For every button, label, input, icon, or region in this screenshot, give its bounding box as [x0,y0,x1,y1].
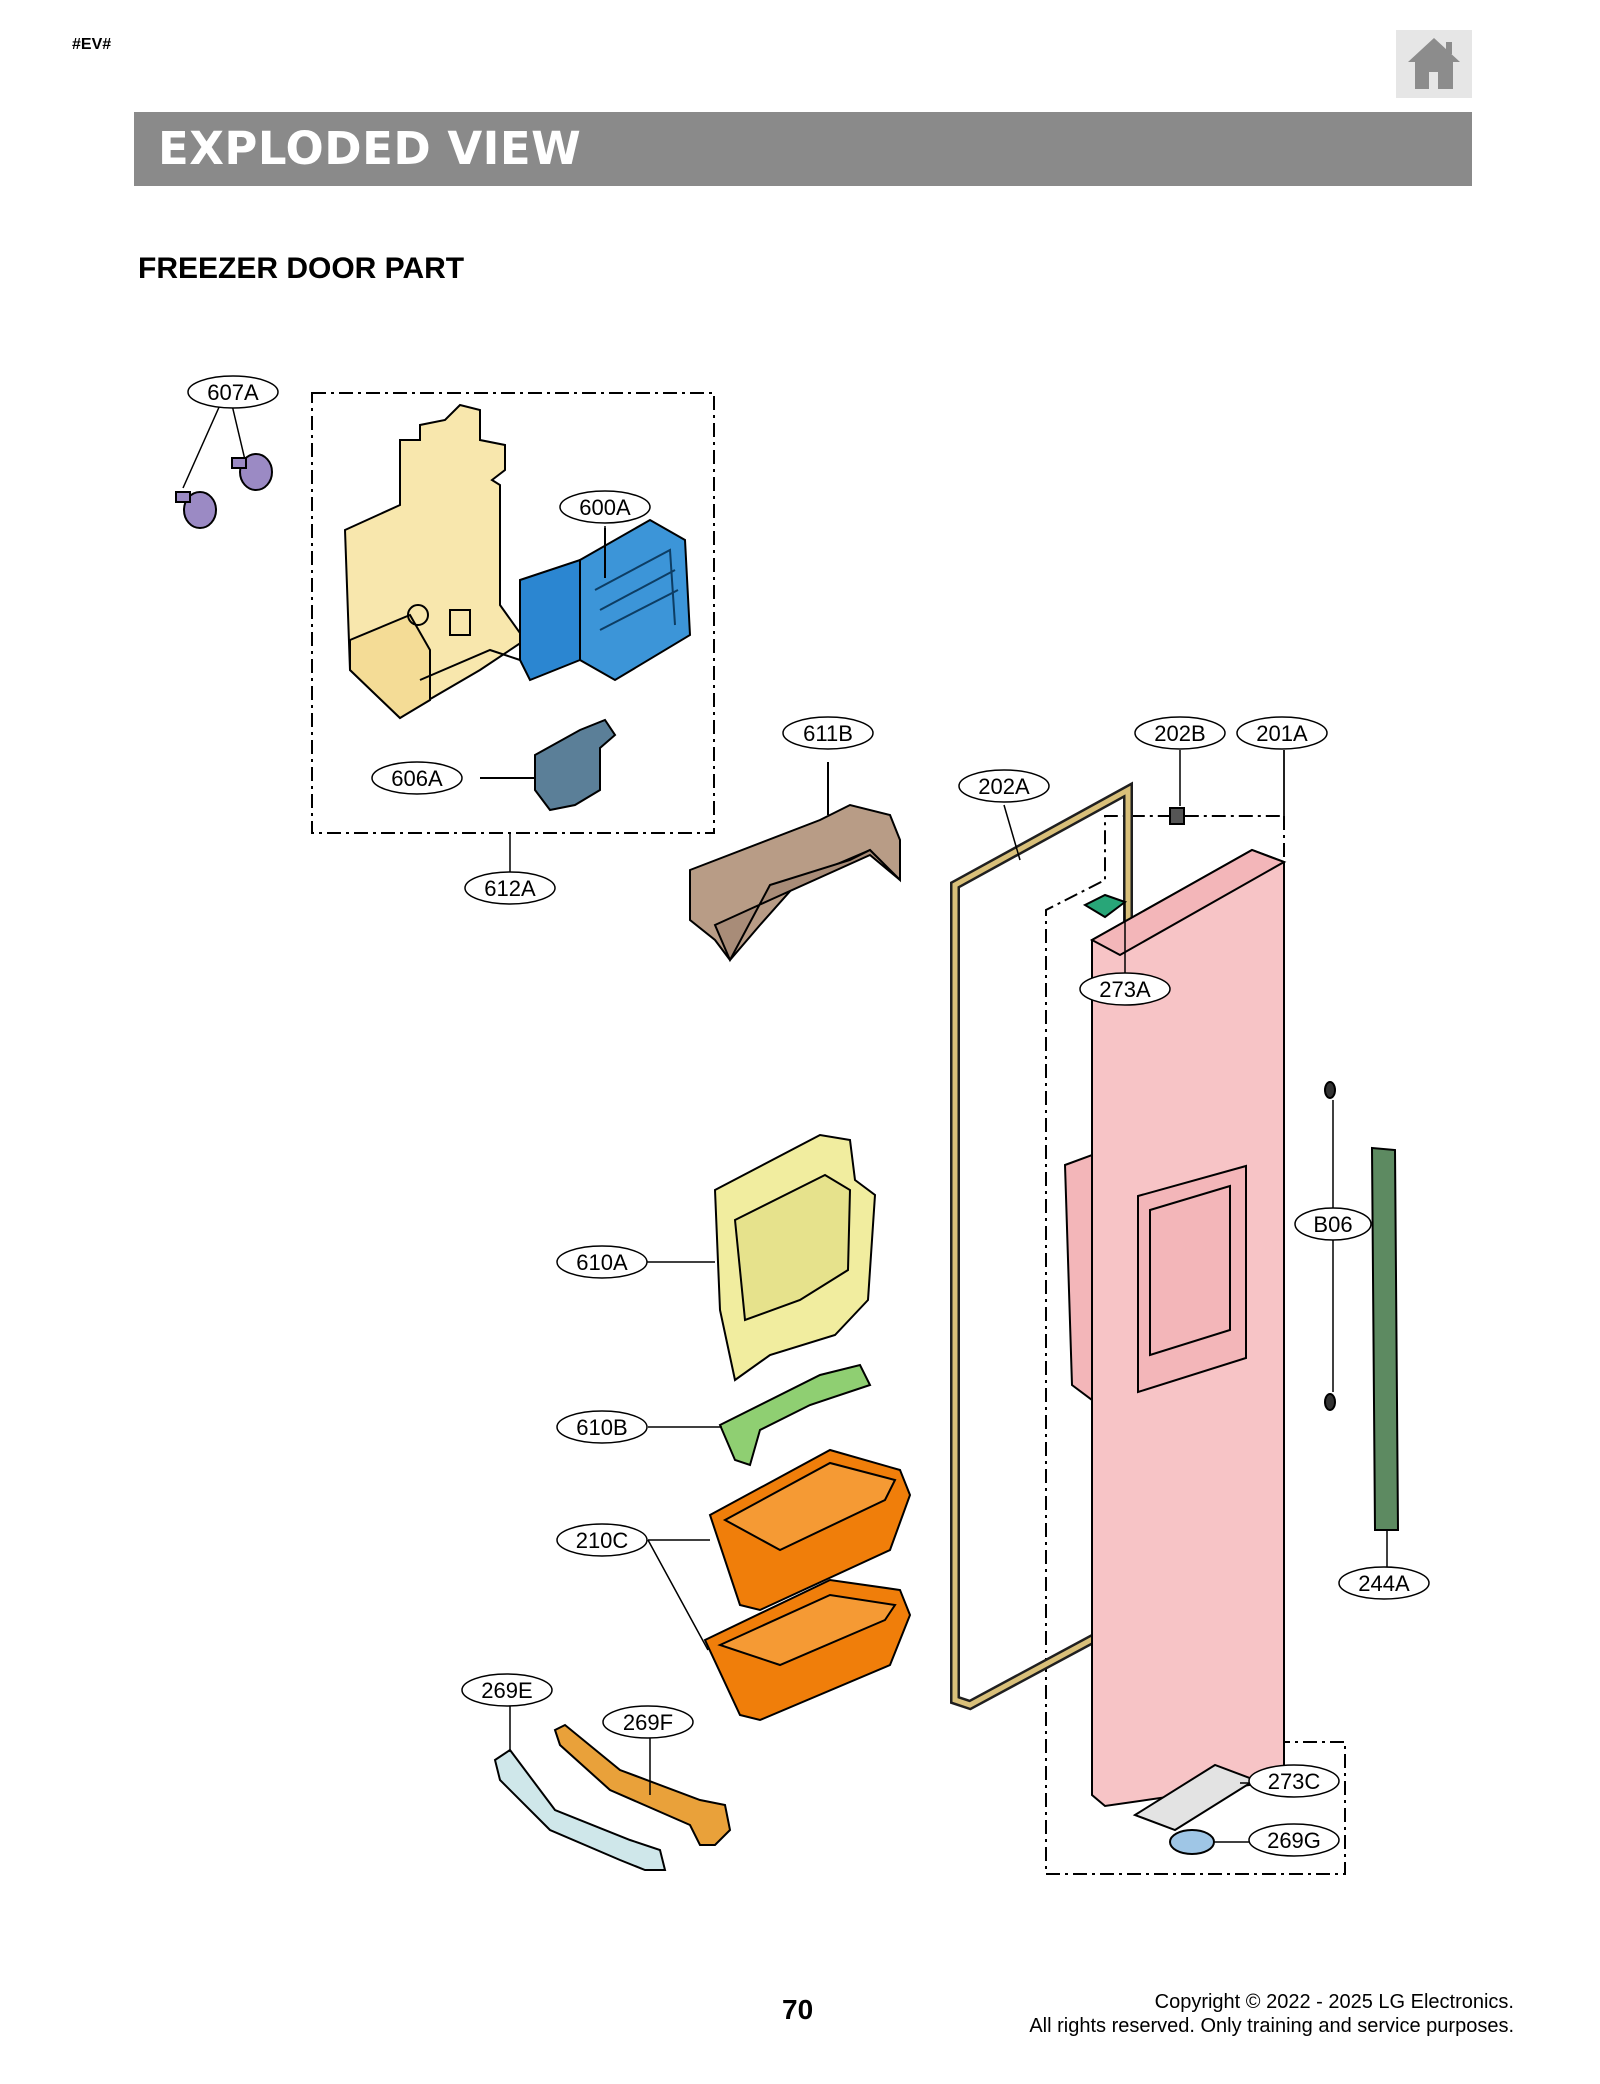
svg-text:201A: 201A [1256,721,1308,746]
document-tag: #EV# [72,36,112,53]
cover-611B [689,762,901,963]
svg-text:B06: B06 [1313,1212,1352,1237]
part-label-610B: 610B [556,1410,648,1444]
section-title: FREEZER DOOR PART [138,252,465,285]
tube-269F [553,1723,732,1846]
svg-text:269E: 269E [481,1678,532,1703]
part-label-B06: B06 [1294,1207,1372,1241]
part-label-600A: 600A [559,490,651,524]
svg-text:611B: 611B [803,721,853,746]
part-label-611B: 611B [782,716,874,750]
svg-text:269G: 269G [1267,1828,1321,1853]
section-banner: EXPLODED VIEW [134,112,1472,186]
banner-title: EXPLODED VIEW [158,122,582,175]
door-201A [1063,848,1287,1808]
svg-text:210C: 210C [576,1528,629,1553]
copyright-line-1: Copyright © 2022 - 2025 LG Electronics. [1154,1991,1514,2013]
home-button[interactable] [1396,30,1472,98]
copyright-notice: Copyright © 2022 - 2025 LG Electronics. … [1029,1990,1514,2038]
part-label-612A: 612A [464,871,556,905]
part-label-606A: 606A [371,761,463,795]
icemaker-bracket [343,403,527,720]
svg-text:600A: 600A [579,495,631,520]
svg-text:612A: 612A [484,876,536,901]
part-label-210C: 210C [556,1523,648,1557]
svg-text:607A: 607A [207,380,259,405]
svg-text:273A: 273A [1099,977,1151,1002]
screw-607A [175,404,273,529]
cap-202B [1169,750,1185,825]
home-icon [1408,38,1460,89]
part-label-202A: 202A [958,769,1050,803]
svg-text:610A: 610A [576,1250,628,1275]
svg-text:273C: 273C [1268,1769,1321,1794]
part-label-607A: 607A [187,375,279,409]
svg-text:202B: 202B [1154,721,1205,746]
svg-text:269F: 269F [623,1710,673,1735]
copyright-line-2: All rights reserved. Only training and s… [1029,2015,1514,2037]
handle-244A [1370,1146,1400,1572]
part-label-244A: 244A [1338,1566,1430,1600]
part-label-273C: 273C [1248,1764,1340,1798]
svg-text:244A: 244A [1358,1571,1410,1596]
part-label-269G: 269G [1248,1823,1340,1857]
ice-maker-group-box [311,392,715,834]
basket-210C [647,1448,912,1722]
bucket-610A [645,1133,877,1382]
hinge-273A [1082,893,1128,975]
svg-text:606A: 606A [391,766,443,791]
tube-269E [493,1705,667,1871]
gasket-202A [950,781,1133,1711]
part-label-273A: 273A [1079,972,1171,1006]
svg-text:610B: 610B [576,1415,627,1440]
icemaker [519,518,692,682]
part-label-269E: 269E [461,1673,553,1707]
door-group-box [1045,815,1346,1875]
motor-606A [480,718,617,812]
part-label-269F: 269F [602,1705,694,1739]
support-610B [648,1363,872,1467]
screw-B06 [1324,1081,1336,1411]
cap-269G [1169,1829,1252,1855]
part-label-202B: 202B [1134,716,1226,750]
part-label-201A: 201A [1236,716,1328,750]
svg-text:202A: 202A [978,774,1030,799]
page-number: 70 [782,1994,814,2025]
part-label-610A: 610A [556,1245,648,1279]
